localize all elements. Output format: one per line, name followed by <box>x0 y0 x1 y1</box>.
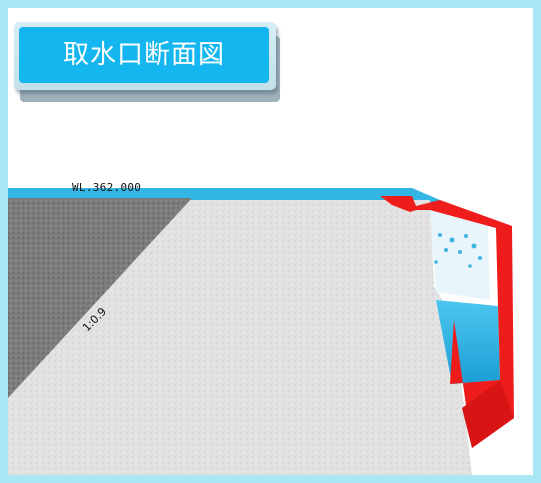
title-badge: 取水口断面図 <box>14 22 276 90</box>
foam-bubbles <box>434 233 482 268</box>
rock-texture <box>8 198 192 398</box>
intake-structure-shade <box>462 380 514 448</box>
intake-foam <box>430 210 490 300</box>
water-level-label: WL.362.000 <box>72 181 142 194</box>
diagram-title: 取水口断面図 <box>19 27 269 83</box>
intake-structure <box>380 196 514 448</box>
